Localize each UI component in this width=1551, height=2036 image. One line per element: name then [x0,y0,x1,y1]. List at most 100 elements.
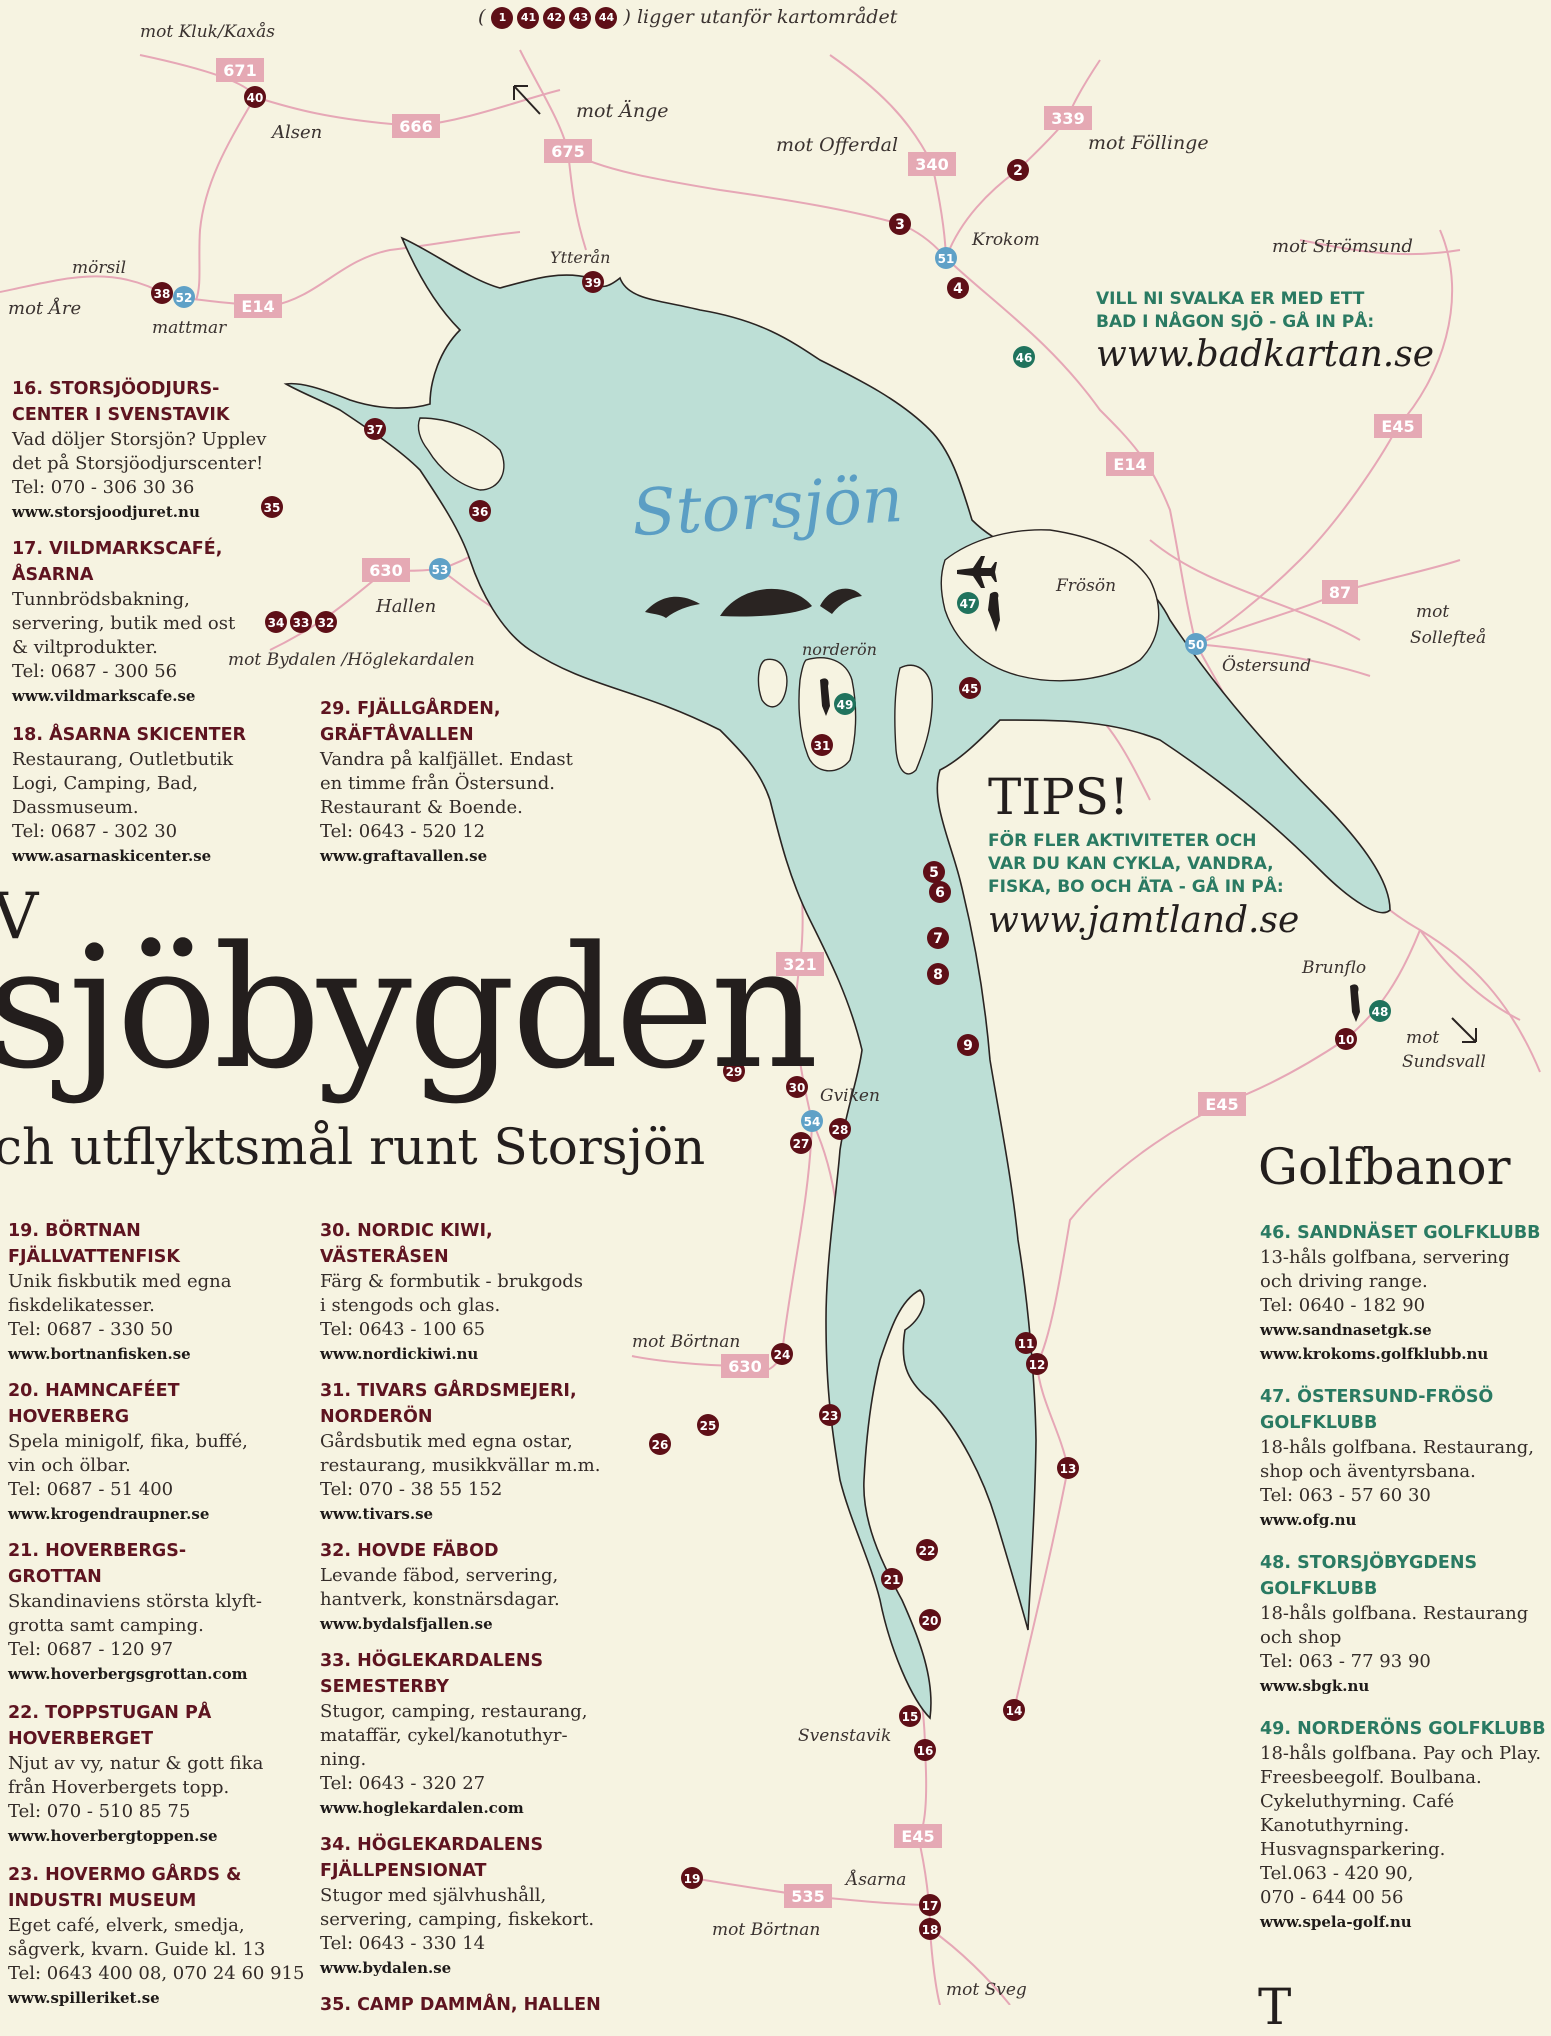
attraction-url[interactable]: www.krokoms.golfklubb.nu [1260,1345,1489,1363]
poi-marker[interactable]: 15 [899,1705,921,1727]
poi-marker[interactable]: 24 [771,1343,793,1365]
attraction-url[interactable]: www.tivars.se [320,1505,434,1523]
place-label: mot Strömsund [1272,236,1413,257]
poi-marker[interactable]: 21 [881,1568,903,1590]
poi-marker[interactable]: 36 [469,500,491,522]
poi-marker[interactable]: 30 [786,1076,808,1098]
golf-marker[interactable]: 46 [1013,346,1035,368]
poi-marker[interactable]: 2 [1007,159,1029,181]
road-shield: E45 [894,1824,942,1848]
attraction-url[interactable]: www.krogendraupner.se [8,1505,210,1523]
poi-marker[interactable]: 23 [819,1404,841,1426]
poi-marker[interactable]: 16 [914,1739,936,1761]
poi-marker[interactable]: 11 [1015,1332,1037,1354]
poi-marker-number: 17 [922,1899,939,1913]
poi-marker[interactable]: 35 [261,496,283,518]
poi-marker[interactable]: 22 [916,1539,938,1561]
attraction-url[interactable]: www.asarnaskicenter.se [12,847,212,865]
poi-marker[interactable]: 25 [697,1414,719,1436]
promo-bad-url[interactable]: www.badkartan.se [1096,334,1434,375]
bathing-marker[interactable]: 52 [173,286,195,308]
place-label: mot Kluk/Kaxås [140,22,275,42]
poi-marker[interactable]: 3 [889,213,911,235]
poi-marker-number: 11 [1018,1337,1035,1351]
poi-marker[interactable]: 6 [929,881,951,903]
attraction-description-line: Tel: 0687 - 330 50 [8,1319,174,1340]
place-label: Sollefteå [1410,628,1487,648]
attraction-title: 21. HOVERBERGS-GROTTAN [8,1538,308,1590]
poi-marker[interactable]: 37 [364,418,386,440]
attraction-description-line: Tel: 063 - 57 60 30 [1260,1485,1431,1506]
poi-marker[interactable]: 40 [244,86,266,108]
road-shield-label: E45 [1205,1095,1238,1114]
attraction-url[interactable]: www.ofg.nu [1260,1511,1357,1529]
attraction-title-line: HOVERBERG [8,1407,130,1427]
poi-marker[interactable]: 10 [1335,1028,1357,1050]
poi-marker[interactable]: 9 [957,1034,979,1056]
attraction-url[interactable]: www.spilleriket.se [8,1989,160,2007]
attraction-title-line: 21. HOVERBERGS- [8,1541,187,1561]
poi-marker-number: 20 [922,1614,939,1628]
attraction-description-line: sågverk, kvarn. Guide kl. 13 [8,1939,266,1960]
poi-marker[interactable]: 8 [927,963,949,985]
poi-marker[interactable]: 18 [919,1918,941,1940]
attraction-url[interactable]: www.sbgk.nu [1260,1677,1370,1695]
attraction-title-line: 47. ÖSTERSUND-FRÖSÖ [1260,1387,1494,1407]
poi-marker[interactable]: 29 [723,1060,745,1082]
attraction-url[interactable]: www.spela-golf.nu [1260,1913,1412,1931]
poi-marker[interactable]: 45 [959,677,981,699]
attraction-url[interactable]: www.hoverbergsgrottan.com [8,1665,248,1683]
poi-marker[interactable]: 26 [649,1433,671,1455]
tips-line3: FISKA, BO OCH ÄTA - GÅ IN PÅ: [988,877,1284,897]
poi-marker[interactable]: 12 [1026,1353,1048,1375]
attraction-title-line: FJÄLLVATTENFISK [8,1247,180,1267]
attraction-url[interactable]: www.bortnanfisken.se [8,1345,191,1363]
attraction-description-line: Restaurant & Boende. [320,797,523,818]
attraction-url[interactable]: www.graftavallen.se [320,847,488,865]
poi-marker[interactable]: 31 [811,734,833,756]
poi-marker[interactable]: 27 [790,1132,812,1154]
paren-close: ) [623,6,631,28]
attraction-description-line: Tunnbrödsbakning, [12,589,190,610]
poi-marker[interactable]: 32 [315,611,337,633]
poi-marker-number: 29 [726,1065,743,1079]
poi-marker[interactable]: 28 [829,1118,851,1140]
attraction-url[interactable]: www.hoglekardalen.com [320,1799,524,1817]
bathing-marker[interactable]: 53 [429,558,451,580]
poi-marker[interactable]: 34 [265,611,287,633]
attraction-description-line: Kanotuthyrning. [1260,1815,1410,1836]
tips-url[interactable]: www.jamtland.se [988,900,1300,941]
bathing-marker[interactable]: 54 [801,1110,823,1132]
golf-marker[interactable]: 48 [1369,1000,1391,1022]
attraction-url[interactable]: www.bydalen.se [320,1959,452,1977]
bathing-marker[interactable]: 50 [1185,633,1207,655]
poi-marker[interactable]: 38 [151,282,173,304]
golf-marker[interactable]: 49 [834,693,856,715]
poi-marker[interactable]: 20 [919,1609,941,1631]
poi-marker[interactable]: 7 [927,927,949,949]
poi-marker[interactable]: 39 [582,271,604,293]
attraction-url[interactable]: www.nordickiwi.nu [320,1345,479,1363]
bathing-marker-number: 54 [804,1115,821,1129]
attraction-url[interactable]: www.vildmarkscafe.se [12,687,196,705]
poi-marker[interactable]: 17 [919,1894,941,1916]
golf-marker[interactable]: 47 [957,592,979,614]
poi-marker[interactable]: 5 [923,861,945,883]
poi-marker[interactable]: 19 [681,1867,703,1889]
bathing-marker[interactable]: 51 [935,247,957,269]
poi-marker[interactable]: 4 [947,277,969,299]
poi-marker-number: 10 [1338,1033,1355,1047]
poi-marker[interactable]: 13 [1057,1457,1079,1479]
attraction-url[interactable]: www.hoverbergtoppen.se [8,1827,218,1845]
attraction-url[interactable]: www.bydalsfjallen.se [320,1615,493,1633]
attraction-url[interactable]: www.storsjoodjuret.nu [12,503,200,521]
poi-marker[interactable]: 33 [290,611,312,633]
attraction-description: Levande fäbod, servering,hantverk, konst… [320,1564,640,1612]
poi-marker[interactable]: 14 [1003,1699,1025,1721]
tips-line1: FÖR FLER AKTIVITETER OCH [988,831,1257,851]
attraction-url[interactable]: www.sandnasetgk.se [1260,1321,1432,1339]
